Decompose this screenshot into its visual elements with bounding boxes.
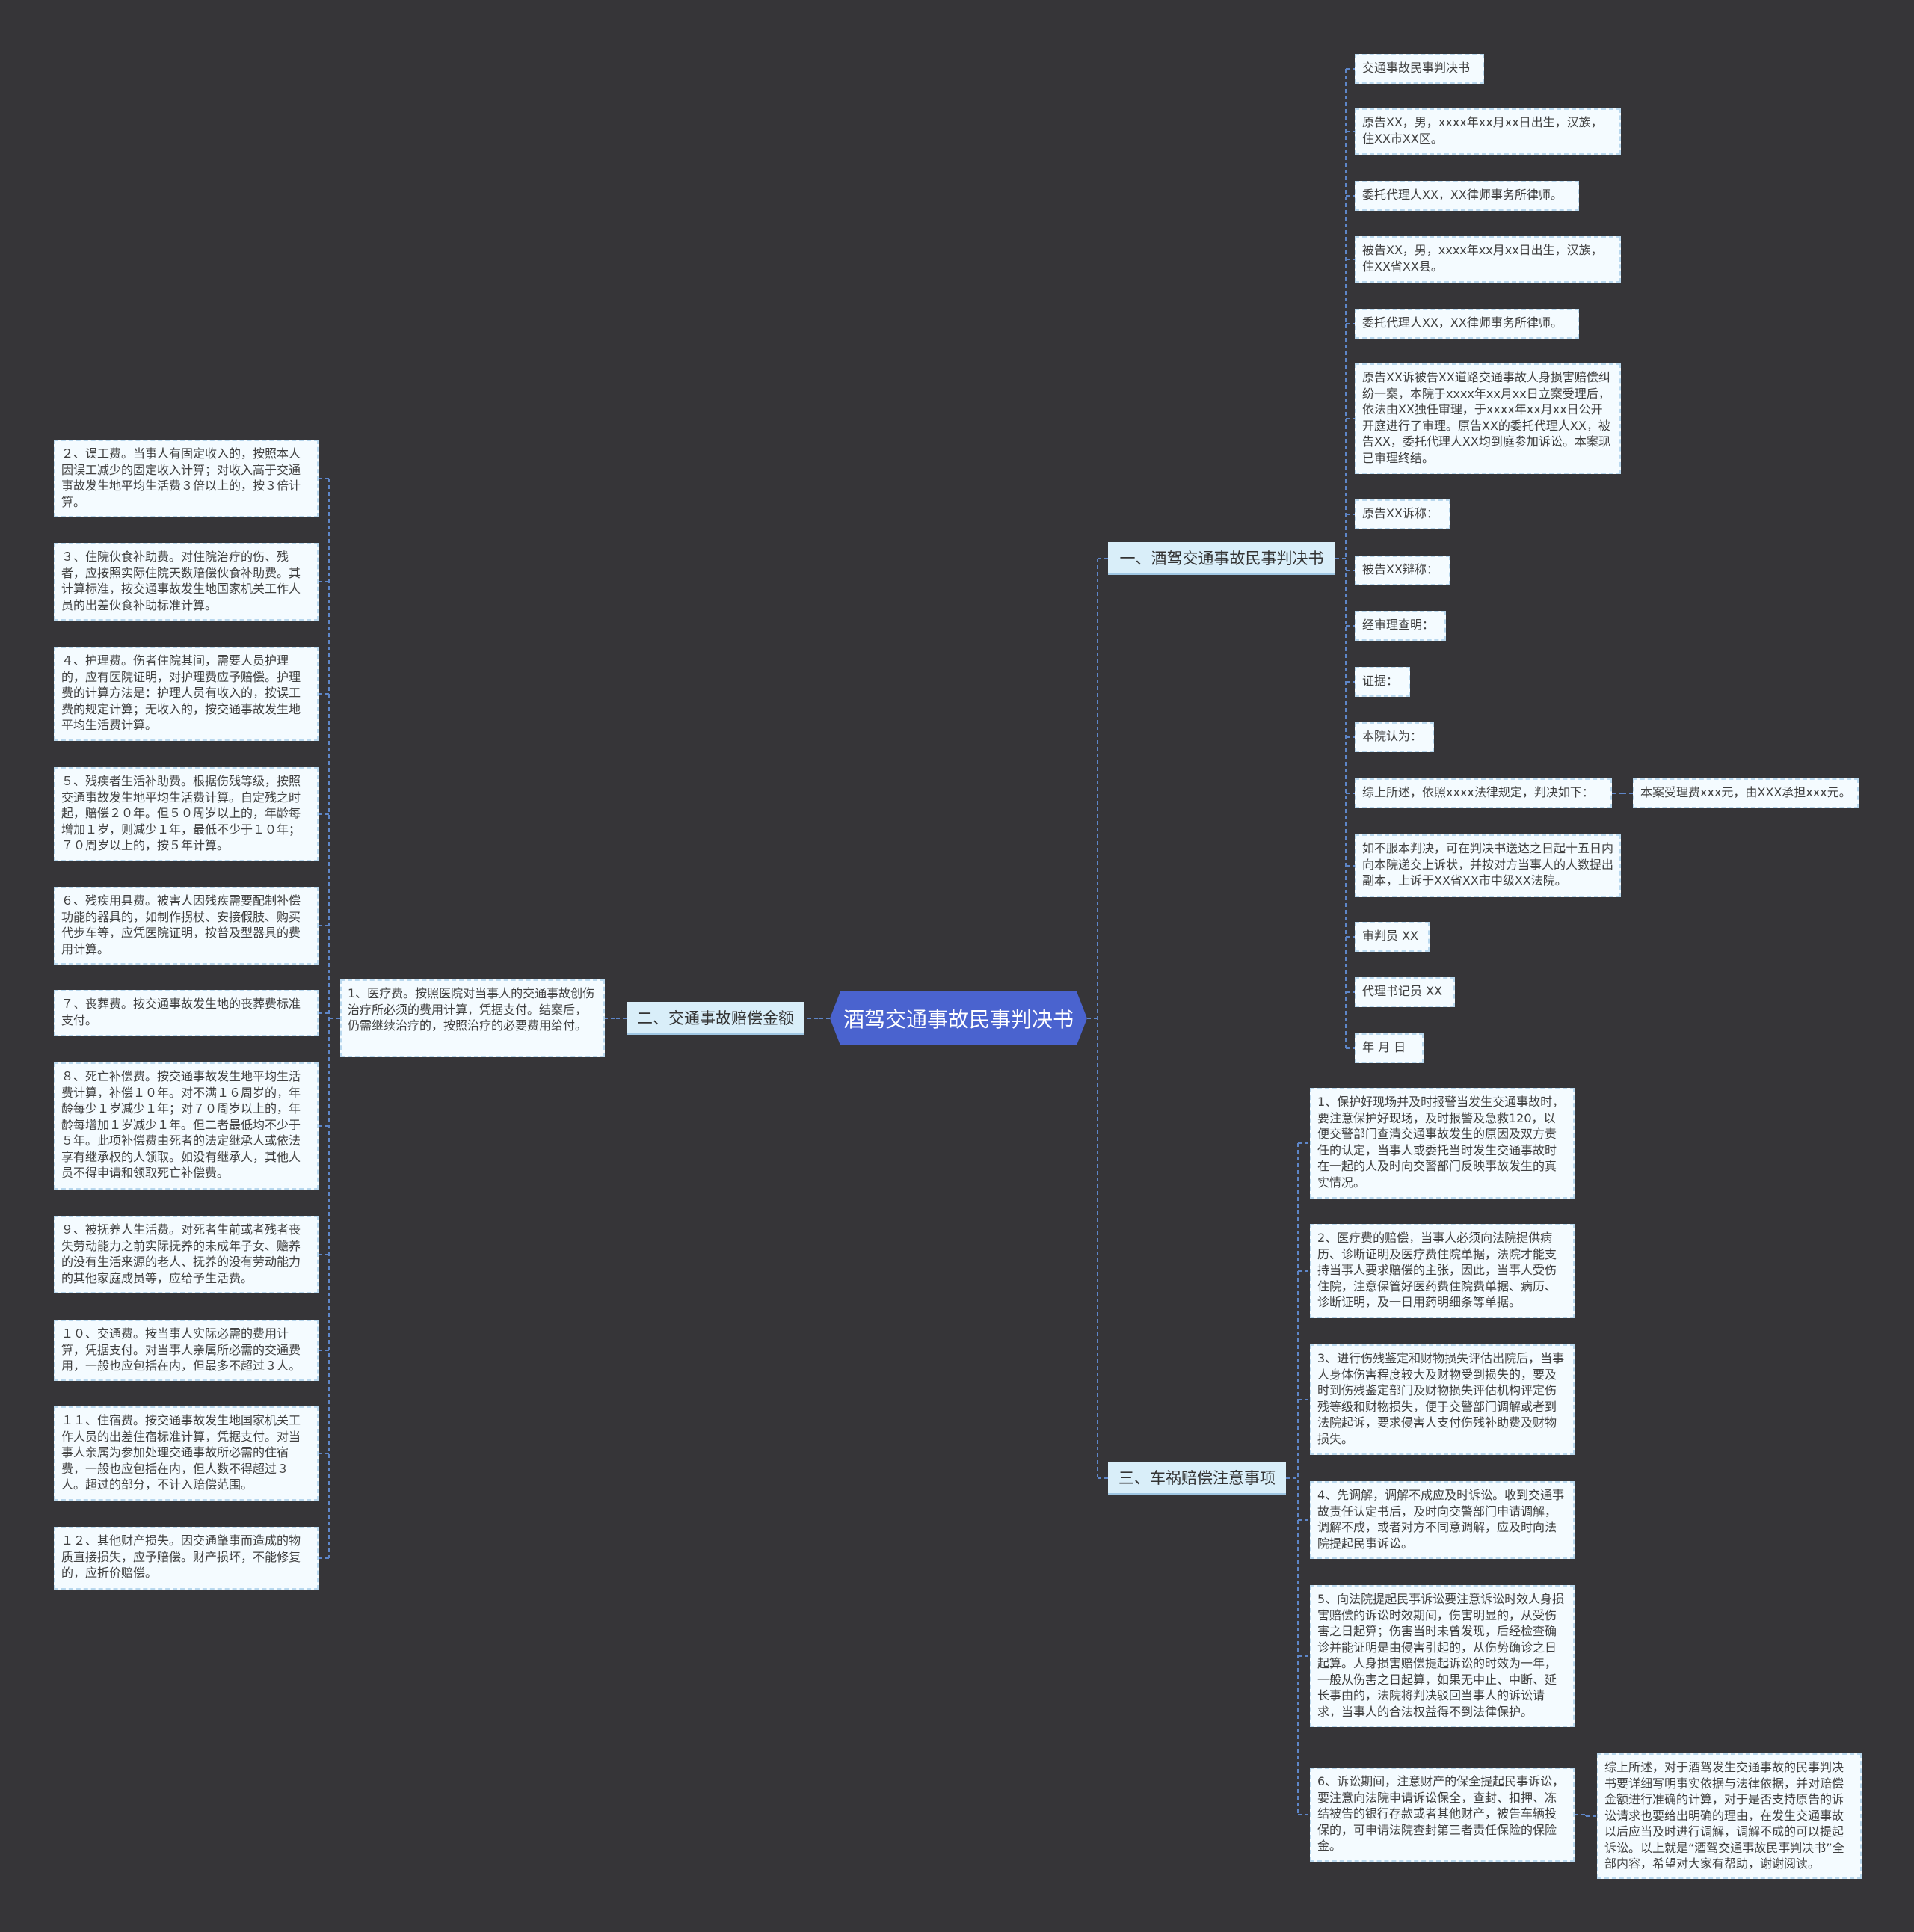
leaf-appeal-notice[interactable]: 如不服本判决，可在判决书送达之日起十五日内向本院递交上诉状，并按对方当事人的人数… xyxy=(1355,834,1621,897)
leaf-property-loss[interactable]: １２、其他财产损失。因交通肇事而造成的物质直接损失，应予赔偿。财产损坏，不能修复… xyxy=(54,1527,319,1590)
leaf-defendant-info[interactable]: 被告XX，男，xxxx年xx月xx日出生，汉族，住XX省XX县。 xyxy=(1355,236,1621,283)
leaf-case-summary[interactable]: 原告XX诉被告XX道路交通事故人身损害赔偿纠纷一案，本院于xxxx年xx月xx日… xyxy=(1355,363,1621,474)
leaf-nursing-fee[interactable]: ４、护理费。伤者住院其间，需要人员护理的，应有医院证明，对护理费应予赔偿。护理费… xyxy=(54,647,319,741)
leaf-lost-wages[interactable]: ２、误工费。当事人有固定收入的，按照本人因误工减少的固定收入计算；对收入高于交通… xyxy=(54,440,319,517)
leaf-dependent-living-expenses[interactable]: ９、被抚养人生活费。对死者生前或者残者丧失劳动能力之前实际抚养的未成年子女、赡养… xyxy=(54,1216,319,1293)
leaf-plaintiff-claims[interactable]: 原告XX诉称： xyxy=(1355,499,1450,529)
leaf-disability-allowance[interactable]: ５、残疾者生活补助费。根据伤残等级，按照交通事故发生地平均生活费计算。自定残之时… xyxy=(54,767,319,861)
leaf-defendant-agent[interactable]: 委托代理人XX，XX律师事务所律师。 xyxy=(1355,309,1579,339)
root-topic[interactable]: 酒驾交通事故民事判决书 xyxy=(830,991,1087,1045)
leaf-medical-compensation[interactable]: 2、医疗费的赔偿，当事人必须向法院提供病历、诊断证明及医疗费住院单据，法院才能支… xyxy=(1310,1224,1575,1318)
leaf-medical-expenses[interactable]: 1、医疗费。按照医院对当事人的交通事故创伤治疗所必须的费用计算，凭据支付。结案后… xyxy=(340,979,605,1057)
leaf-conclusion[interactable]: 综上所述，对于酒驾发生交通事故的民事判决书要详细写明事实依据与法律依据，并对赔偿… xyxy=(1597,1753,1862,1879)
leaf-mediation-first[interactable]: 4、先调解，调解不成应及时诉讼。收到交通事故责任认定书后，及时向交警部门申请调解… xyxy=(1310,1481,1575,1559)
leaf-accommodation-fee[interactable]: １１、住宿费。按交通事故发生地国家机关工作人员的出差住宿标准计算，凭据支付。对当… xyxy=(54,1406,319,1501)
branch-claim-precautions[interactable]: 三、车祸赔偿注意事项 xyxy=(1108,1462,1286,1495)
leaf-statute-of-limitations[interactable]: 5、向法院提起民事诉讼要注意诉讼时效人身损害赔偿的诉讼时效期间，伤害明显的，从受… xyxy=(1310,1585,1575,1727)
leaf-transportation-fee[interactable]: １０、交通费。按当事人实际必需的费用计算，凭据支付。对当事人亲属所必需的交通费用… xyxy=(54,1320,319,1381)
leaf-defendant-defense[interactable]: 被告XX辩称： xyxy=(1355,556,1450,585)
leaf-property-preservation[interactable]: 6、诉讼期间，注意财产的保全提起民事诉讼，要注意向法院申请诉讼保全，查封、扣押、… xyxy=(1310,1768,1575,1862)
leaf-case-fee[interactable]: 本案受理费xxx元，由XXX承担xxx元。 xyxy=(1633,778,1859,808)
leaf-court-opinion[interactable]: 本院认为： xyxy=(1355,722,1434,752)
leaf-clerk[interactable]: 代理书记员 XX xyxy=(1355,977,1455,1007)
leaf-death-compensation[interactable]: ８、死亡补偿费。按交通事故发生地平均生活费计算，补偿１０年。对不满１６周岁的，年… xyxy=(54,1062,319,1190)
leaf-protect-scene[interactable]: 1、保护好现场并及时报警当发生交通事故时，要注意保护好现场，及时报警及急救120… xyxy=(1310,1088,1575,1199)
leaf-evidence[interactable]: 证据： xyxy=(1355,667,1410,697)
leaf-judge[interactable]: 审判员 XX xyxy=(1355,922,1430,952)
leaf-judgment-basis[interactable]: 综上所述，依照xxxx法律规定，判决如下： xyxy=(1355,778,1612,808)
leaf-judgment-title[interactable]: 交通事故民事判决书 xyxy=(1355,54,1484,84)
branch-drunk-driving-judgment[interactable]: 一、酒驾交通事故民事判决书 xyxy=(1108,542,1335,575)
branch-compensation-amount[interactable]: 二、交通事故赔偿金额 xyxy=(627,1002,804,1035)
leaf-date[interactable]: 年 月 日 xyxy=(1355,1033,1424,1063)
leaf-disability-appraisal[interactable]: 3、进行伤残鉴定和财物损失评估出院后，当事人身体伤害程度较大及财物受到损失的，要… xyxy=(1310,1344,1575,1455)
leaf-plaintiff-info[interactable]: 原告XX，男，xxxx年xx月xx日出生，汉族，住XX市XX区。 xyxy=(1355,108,1621,155)
leaf-funeral-expenses[interactable]: ７、丧葬费。按交通事故发生地的丧葬费标准支付。 xyxy=(54,990,319,1036)
leaf-disability-equipment[interactable]: ６、残疾用具费。被害人因残疾需要配制补偿功能的器具的，如制作拐杖、安接假肢、购买… xyxy=(54,887,319,965)
leaf-meal-allowance[interactable]: ３、住院伙食补助费。对住院治疗的伤、残者，应按照实际住院天数赔偿伙食补助费。其计… xyxy=(54,543,319,621)
leaf-plaintiff-agent[interactable]: 委托代理人XX，XX律师事务所律师。 xyxy=(1355,181,1579,211)
leaf-findings[interactable]: 经审理查明： xyxy=(1355,611,1446,641)
